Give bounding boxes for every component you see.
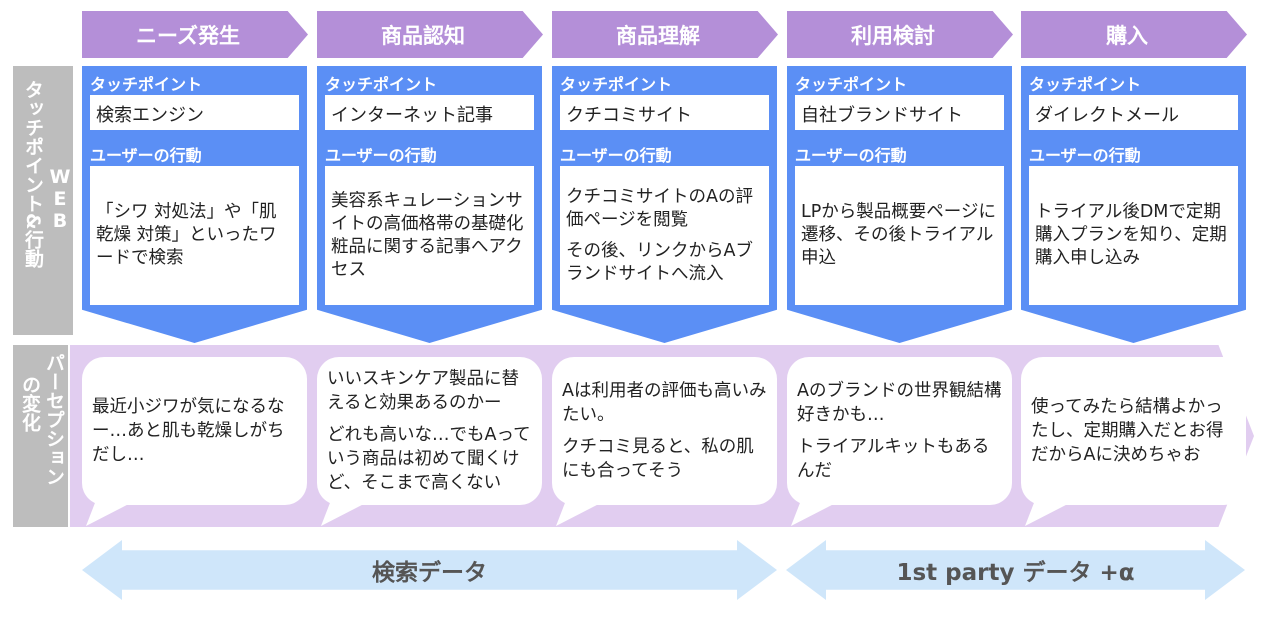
perception-bubble: Aのブランドの世界観結構好きかも… トライアルキットもあるんだ	[787, 357, 1012, 505]
touchpoint-value: インターネット記事	[325, 95, 534, 130]
web-touchpoint-label: タッチポイント&行動 WEB	[13, 66, 73, 335]
stage-title: ニーズ発生	[136, 23, 240, 48]
stage-title: 商品認知	[381, 23, 465, 48]
label-main: タッチポイント&行動	[22, 80, 44, 268]
perception-text: Aは利用者の評価も高いみたい。	[562, 381, 767, 425]
touchpoint-label: タッチポイント	[325, 75, 438, 94]
action-text: 「シワ 対処法」や「肌 乾燥 対策」といったワードで検索	[96, 202, 277, 268]
touchpoint-card: タッチポイント 検索エンジン ユーザーの行動 「シワ 対処法」や「肌 乾燥 対策…	[82, 66, 307, 343]
arrow-label: 検索データ	[372, 560, 487, 586]
touchpoint-label: タッチポイント	[90, 75, 203, 94]
stage-title: 購入	[1106, 23, 1148, 48]
touchpoint-label: タッチポイント	[560, 75, 673, 94]
perception-text: トライアルキットもあるんだ	[797, 437, 990, 481]
perception-text: いいスキンケア製品に替えると効果あるのかー	[327, 369, 519, 413]
touchpoint-label: タッチポイント	[795, 75, 908, 94]
perception-text: Aのブランドの世界観結構好きかも…	[797, 381, 1002, 425]
perception-bubble: 最近小ジワが気になるなー…あと肌も乾燥しがちだし…	[82, 357, 307, 505]
action-box: クチコミサイトのAの評価ページを閲覧その後、リンクからAブランドサイトへ流入	[560, 166, 769, 305]
label-main: パーセプション	[43, 353, 65, 486]
stage-title: 商品理解	[616, 23, 700, 48]
perception-text: 最近小ジワが気になるなー…あと肌も乾燥しがちだし…	[92, 397, 285, 465]
action-label: ユーザーの行動	[560, 146, 672, 165]
first-party-data-arrow: 1st party データ +α	[786, 540, 1245, 600]
touchpoint-card: タッチポイント インターネット記事 ユーザーの行動 美容系キュレーションサイトの…	[317, 66, 542, 343]
action-text: トライアル後DMで定期購入プランを知り、定期購入申し込み	[1035, 202, 1227, 268]
perception-text: クチコミ見ると、私の肌にも合ってそう	[562, 437, 754, 481]
touchpoint-value: 自社ブランドサイト	[795, 95, 1004, 130]
action-box: 「シワ 対処法」や「肌 乾燥 対策」といったワードで検索	[90, 166, 299, 305]
stage-header: 商品認知	[317, 11, 543, 58]
label-prefix: WEB	[49, 166, 71, 232]
touchpoint-value: クチコミサイト	[560, 95, 769, 130]
perception-bubble: Aは利用者の評価も高いみたい。クチコミ見ると、私の肌にも合ってそう	[552, 357, 777, 505]
action-text: 美容系キュレーションサイトの高価格帯の基礎化粧品に関する記事へアクセス	[331, 190, 524, 280]
perception-bubble: いいスキンケア製品に替えると効果あるのかーどれも高いな…でもAっていう商品は初め…	[317, 357, 542, 505]
label-sub: の変化	[19, 375, 41, 432]
touchpoint-card: タッチポイント クチコミサイト ユーザーの行動 クチコミサイトのAの評価ページを…	[552, 66, 777, 343]
touchpoint-label: タッチポイント	[1029, 75, 1142, 94]
stage-header: 利用検討	[787, 11, 1013, 58]
action-label: ユーザーの行動	[90, 146, 202, 165]
perception-label: パーセプション の変化	[13, 345, 68, 527]
perception-text: 使ってみたら結構よかったし、定期購入だとお得だからAに決めちゃお	[1031, 397, 1224, 465]
action-box: LPから製品概要ページに遷移、その後トライアル申込	[795, 166, 1004, 305]
perception-text: どれも高いな…でもAっていう商品は初めて聞くけど、そこまで高くない	[327, 425, 531, 493]
touchpoint-value: 検索エンジン	[90, 95, 299, 130]
touchpoint-card: タッチポイント ダイレクトメール ユーザーの行動 トライアル後DMで定期購入プラ…	[1021, 66, 1246, 343]
search-data-arrow: 検索データ	[82, 540, 777, 600]
touchpoint-card: タッチポイント 自社ブランドサイト ユーザーの行動 LPから製品概要ページに遷移…	[787, 66, 1012, 343]
stage-header: 商品理解	[552, 11, 778, 58]
stage-header: ニーズ発生	[82, 11, 308, 58]
action-label: ユーザーの行動	[1029, 146, 1141, 165]
action-box: トライアル後DMで定期購入プランを知り、定期購入申し込み	[1029, 166, 1238, 305]
stage-title: 利用検討	[851, 23, 935, 48]
action-text: LPから製品概要ページに遷移、その後トライアル申込	[801, 202, 996, 268]
arrow-label: 1st party データ +α	[896, 560, 1135, 586]
stage-header: 購入	[1021, 11, 1247, 58]
touchpoint-value: ダイレクトメール	[1029, 95, 1238, 130]
action-label: ユーザーの行動	[325, 146, 437, 165]
action-box: 美容系キュレーションサイトの高価格帯の基礎化粧品に関する記事へアクセス	[325, 166, 534, 305]
action-text: その後、リンクからAブランドサイトへ流入	[566, 240, 753, 284]
action-label: ユーザーの行動	[795, 146, 907, 165]
perception-bubble: 使ってみたら結構よかったし、定期購入だとお得だからAに決めちゃお	[1021, 357, 1246, 505]
action-text: クチコミサイトのAの評価ページを閲覧	[566, 186, 753, 230]
